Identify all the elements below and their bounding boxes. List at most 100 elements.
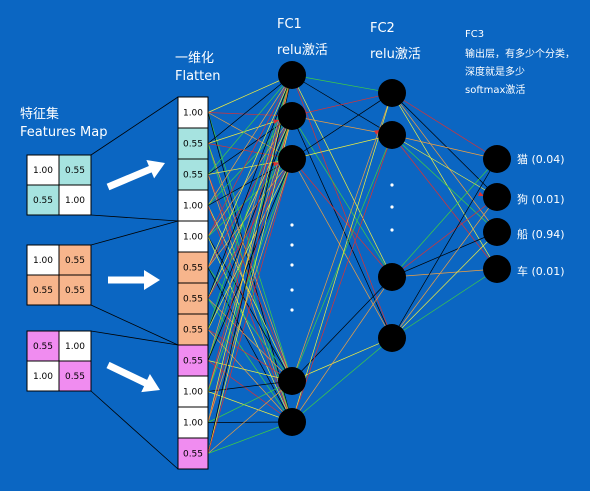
edge-fc1-fc2	[291, 74, 393, 278]
flatten-cell	[177, 313, 209, 346]
features-map-label-en: Features Map	[20, 125, 108, 140]
edge-fc1-fc2	[291, 158, 393, 339]
edge-fc2-fc3	[391, 196, 498, 339]
edge-flatten-fc1	[207, 115, 293, 175]
flatten-cell-value: 1.00	[183, 388, 203, 398]
feature-map-cell	[58, 330, 92, 362]
flatten-cell-value: 0.55	[183, 326, 203, 336]
flatten-label-cn: 一维化	[175, 51, 215, 66]
edge-flatten-fc1	[207, 158, 293, 330]
edge-flatten-fc1	[207, 115, 293, 423]
fc3-node	[483, 255, 511, 283]
output-label-car: 车 (0.01)	[517, 265, 565, 278]
shapes: 1.00 0.55 0.55 1.00 1.00 0.55 0.55 0.55 0.55 1.00…	[26, 61, 511, 470]
flatten-cell	[177, 406, 209, 439]
edge-fc2-fc3	[391, 134, 498, 233]
map-connector-line	[90, 220, 179, 246]
ellipsis-dot	[290, 243, 294, 247]
fc3-node	[483, 183, 511, 211]
feature-map-cell-value: 0.55	[33, 342, 53, 352]
fc1-node	[278, 61, 306, 89]
edge-fc2-fc3	[391, 158, 498, 278]
edge-fc1-fc2	[291, 92, 393, 382]
flatten-cell	[177, 437, 209, 470]
edge-fc2-fc3	[391, 231, 498, 339]
fc2-node	[378, 263, 406, 291]
edge-fc1-fc2	[291, 92, 393, 423]
red-arrowhead	[273, 119, 279, 124]
fc2-node	[378, 324, 406, 352]
flatten-cell-value: 1.00	[183, 233, 203, 243]
edge-flatten-fc1	[207, 380, 293, 454]
flatten-cell-value: 1.00	[183, 202, 203, 212]
edge-fc1-fc2	[291, 134, 393, 160]
fc1-node	[278, 145, 306, 173]
fc2-node	[378, 79, 406, 107]
fc1-node	[278, 367, 306, 395]
flatten-cell-value: 0.55	[183, 295, 203, 305]
flatten-cell-value: 0.55	[183, 264, 203, 274]
ellipsis-dot	[390, 183, 394, 187]
edge-flatten-fc1	[207, 112, 293, 423]
edge-fc2-fc3	[391, 134, 498, 198]
edge-fc1-fc2	[291, 92, 393, 117]
fc3-node	[483, 218, 511, 246]
flatten-cell-value: 0.55	[183, 357, 203, 367]
red-arrowhead	[273, 161, 279, 167]
ellipsis-dot	[390, 205, 394, 209]
ellipsis-dot	[290, 263, 294, 267]
edge-fc2-fc3	[391, 158, 498, 339]
red-arrowhead	[374, 130, 380, 135]
edge-flatten-fc1	[207, 143, 293, 382]
edge-fc1-fc2	[291, 158, 393, 278]
fc1-node	[278, 102, 306, 130]
edge-flatten-fc1	[207, 115, 293, 454]
feature-map-cell	[26, 274, 60, 306]
white-arrow	[106, 159, 165, 191]
flatten-cell-value: 0.55	[183, 171, 203, 181]
edge-flatten-fc1	[207, 74, 293, 268]
flatten-cell-value: 0.55	[183, 140, 203, 150]
feature-map-cell-value: 1.00	[33, 256, 53, 266]
edge-flatten-fc1	[207, 158, 293, 392]
edge-flatten-fc1	[207, 421, 293, 454]
map-connector-line	[90, 304, 179, 346]
edge-flatten-fc1	[207, 158, 293, 361]
edge-flatten-fc1	[207, 115, 293, 392]
edge-flatten-fc1	[207, 74, 293, 392]
white-arrow	[108, 270, 160, 290]
feature-map-cell	[58, 154, 92, 186]
edge-fc2-fc3	[391, 134, 498, 270]
edge-flatten-fc1	[207, 112, 293, 117]
fc3-title: FC3	[465, 29, 485, 40]
edge-flatten-fc1	[207, 158, 293, 299]
fc3-node	[483, 145, 511, 173]
features-map-label-cn: 特征集	[20, 107, 60, 122]
output-label-cat: 猫 (0.04)	[517, 153, 565, 166]
fc2-title: FC2	[370, 21, 395, 36]
edge-flatten-fc1	[207, 74, 293, 423]
feature-map-cell	[26, 360, 60, 392]
feature-map-cell	[58, 360, 92, 392]
flatten-cell	[177, 282, 209, 315]
flatten-cell	[177, 96, 209, 129]
edge-fc2-fc3	[391, 92, 498, 160]
feature-map-cell-value: 0.55	[33, 196, 53, 206]
edge-flatten-fc1	[207, 158, 293, 454]
edge-fc2-fc3	[391, 268, 498, 278]
connections	[90, 74, 498, 470]
edge-flatten-fc1	[207, 74, 293, 454]
edge-fc1-fc2	[291, 134, 393, 423]
feature-map-cell-value: 1.00	[33, 372, 53, 382]
map-connector-line	[90, 330, 179, 346]
feature-map-cell-value: 0.55	[65, 166, 85, 176]
edge-fc2-fc3	[391, 92, 498, 198]
edge-flatten-fc1	[207, 74, 293, 206]
edge-flatten-fc1	[207, 74, 293, 113]
edge-flatten-fc1	[207, 421, 293, 423]
edge-flatten-fc1	[207, 74, 293, 144]
flatten-cell-value: 1.00	[183, 419, 203, 429]
ellipsis-dot	[390, 228, 394, 232]
